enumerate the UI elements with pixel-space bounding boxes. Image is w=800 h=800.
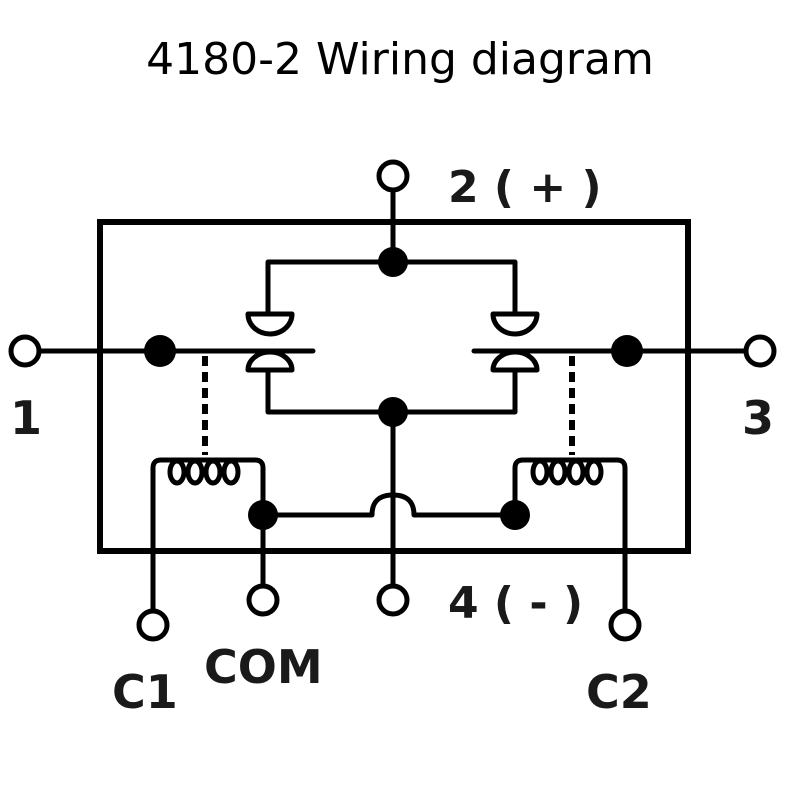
junction-dot-right	[611, 335, 643, 367]
label-terminal-4: 4 ( - )	[448, 578, 583, 629]
label-c2: C2	[586, 665, 652, 719]
left-lower-contact	[245, 349, 295, 373]
crossover-hop-icon	[260, 492, 518, 518]
label-c1: C1	[112, 665, 178, 719]
wire-top-bus	[265, 259, 518, 317]
right-lower-contact	[490, 349, 540, 373]
right-upper-contact	[490, 311, 540, 337]
terminal-3[interactable]	[743, 334, 777, 368]
terminal-c2[interactable]	[608, 608, 642, 642]
terminal-com[interactable]	[246, 583, 280, 617]
label-terminal-2: 2 ( + )	[448, 162, 602, 213]
terminal-2[interactable]	[376, 159, 410, 193]
diagram-title: 4180-2 Wiring diagram	[146, 34, 654, 85]
terminal-c1[interactable]	[136, 608, 170, 642]
left-coil-icon	[150, 457, 266, 613]
junction-dot-left	[144, 335, 176, 367]
label-com: COM	[204, 640, 323, 694]
label-terminal-1: 1	[10, 391, 42, 445]
terminal-4[interactable]	[376, 583, 410, 617]
left-upper-contact	[245, 311, 295, 337]
right-coil-icon	[512, 457, 628, 613]
label-terminal-3: 3	[742, 391, 774, 445]
terminal-1[interactable]	[8, 334, 42, 368]
